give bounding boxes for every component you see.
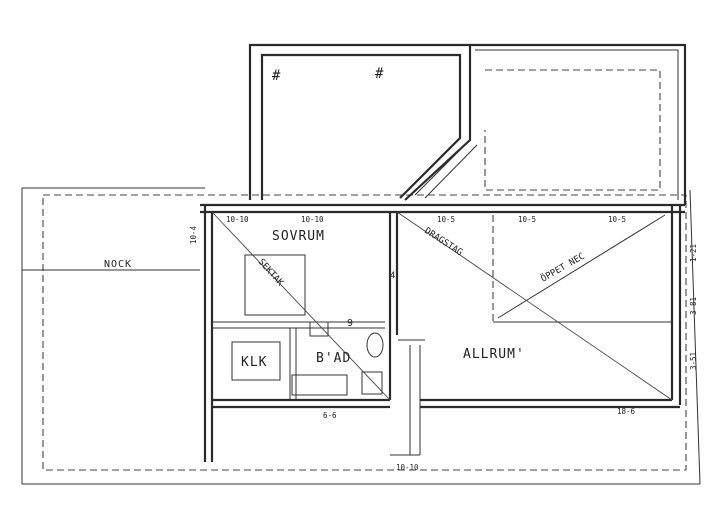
open-area-frame — [492, 214, 672, 323]
dimension-10-5-a: 10-5 — [437, 215, 455, 224]
upper-wing — [248, 43, 687, 205]
dimension-6-6: 6-6 — [323, 411, 337, 420]
main-walls — [200, 203, 685, 462]
hash-mark-right: # — [375, 66, 384, 82]
room-label-sovrum: SOVRUM — [272, 229, 325, 244]
annotation-sektak: SEKTAK — [256, 257, 286, 288]
room-label-klk: KLK — [241, 355, 267, 370]
room-label-nock: NOCK — [104, 259, 132, 270]
dimension-right-b: 3-81 — [689, 297, 698, 315]
dimension-bottom-10-10: 10-10 — [396, 463, 419, 472]
dimension-right-a: 1-21 — [689, 244, 698, 262]
marker-9: 9 — [347, 318, 353, 329]
hash-mark-left: # — [272, 68, 281, 84]
dimension-18-6: 18-6 — [617, 407, 636, 416]
annotation-dragstag: DRAGSTAG — [422, 226, 464, 258]
diagonals — [211, 211, 673, 401]
interior-walls — [212, 254, 385, 400]
marker-4: 4 — [390, 271, 395, 281]
dimension-right-c: 3-51 — [689, 352, 698, 370]
dimension-10-5-c: 10-5 — [608, 215, 626, 224]
room-label-allrum: ALLRUM' — [463, 347, 525, 362]
dimension-top-10-10-a: 10-10 — [226, 215, 249, 224]
dimension-10-5-b: 10-5 — [518, 215, 536, 224]
room-label-bad: B'AD — [316, 351, 351, 366]
roof-outline — [21, 187, 701, 485]
dimension-top-10-10-b: 10-10 — [301, 215, 324, 224]
dimension-left-10-4: 10-4 — [189, 225, 198, 244]
